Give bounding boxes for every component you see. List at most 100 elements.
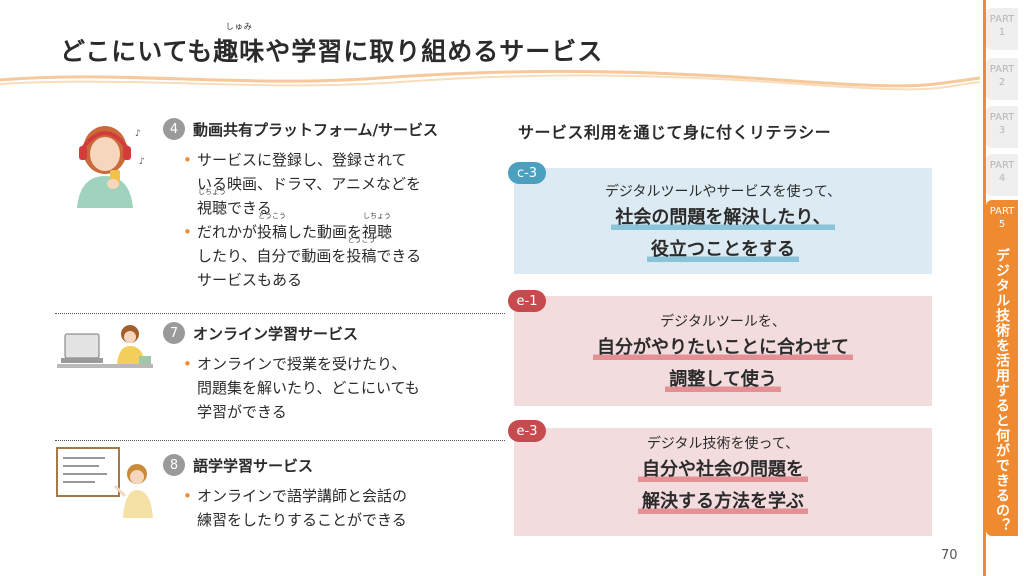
ruby-base: 視聴: [197, 199, 228, 217]
tab-part-label: PART: [989, 112, 1015, 123]
literacy-tag-c3: c-3: [508, 162, 546, 184]
bullet-text: できる: [227, 199, 272, 217]
bullet-line: 問題集を解いたり、どこにいても: [197, 379, 420, 397]
page-number: 70: [941, 548, 958, 563]
title-wave-decoration: [0, 69, 980, 91]
tab-part-5-active[interactable]: PART 5: [986, 200, 1018, 536]
svg-text:♪: ♪: [135, 129, 141, 139]
literacy-text-e3: デジタル技術を使って、 自分や社会の問題を 解決する方法を学ぶ: [514, 434, 932, 518]
literacy-main-text: 自分や社会の問題を: [638, 454, 808, 486]
literacy-main-line: 自分や社会の問題を: [514, 454, 932, 486]
ruby: 投稿とうこう: [346, 236, 377, 268]
literacy-main-text: 社会の問題を解決したり、: [611, 202, 835, 234]
ruby-reading: とうこう: [258, 212, 287, 220]
side-accent-bar: [983, 0, 986, 576]
service-title: 語学学習サービス: [193, 456, 314, 475]
section-divider: [55, 313, 505, 314]
tab-part-number: 2: [998, 77, 1006, 88]
title-ruby-reading: しゅみ: [225, 22, 253, 31]
bullet-line: いる映画、ドラマ、アニメなどを: [197, 175, 421, 193]
active-part-title: デジタル技術を活用すると何ができるの？: [994, 248, 1010, 533]
person-headphones-phone-icon: ♪ ♪: [77, 126, 145, 208]
ruby-reading: とうこう: [347, 236, 376, 244]
bullet-text: した動画を: [287, 223, 363, 241]
service-4-header: 4 動画共有プラットフォーム/サービス: [163, 118, 438, 140]
tab-part-number: 4: [998, 173, 1006, 184]
service-8-header: 8 語学学習サービス: [163, 454, 313, 476]
service-number-badge: 8: [163, 454, 185, 476]
teacher-whiteboard-icon: [56, 447, 153, 518]
literacy-main-line: 社会の問題を解決したり、: [514, 202, 932, 234]
tab-part-2[interactable]: PART 2: [986, 58, 1018, 100]
tab-part-number: 5: [998, 219, 1006, 230]
tab-part-number: 3: [998, 125, 1006, 136]
title-part-2: や学習に取り組めるサービス: [265, 37, 604, 66]
ruby: 視聴しちょう: [197, 188, 228, 220]
bullet-item: オンラインで授業を受けたり、 問題集を解いたり、どこにいても 学習ができる: [183, 352, 489, 424]
service-language-learning: 8 語学学習サービス オンラインで語学講師と会話の 練習をしたりすることができる: [55, 447, 490, 544]
service-title: 動画共有プラットフォーム/サービス: [193, 120, 439, 139]
literacy-main-text: 解決する方法を学ぶ: [638, 486, 808, 518]
tab-part-label: PART: [989, 206, 1015, 217]
bullet-line: 学習ができる: [197, 403, 287, 421]
tab-part-label: PART: [989, 64, 1015, 75]
ruby: 投稿とうこう: [257, 212, 288, 244]
tab-part-3[interactable]: PART 3: [986, 106, 1018, 148]
bullet-line: したり、自分で動画を投稿とうこうできる: [197, 236, 489, 268]
literacy-main-text: 自分がやりたいことに合わせて: [593, 332, 853, 364]
literacy-main-line: 解決する方法を学ぶ: [514, 486, 932, 518]
title-part-1: どこにいても: [60, 37, 214, 66]
ruby-base: 投稿: [257, 223, 288, 241]
service-7-bullets: オンラインで授業を受けたり、 問題集を解いたり、どこにいても 学習ができる: [183, 352, 489, 424]
page-title: どこにいても趣味 しゅみや学習に取り組めるサービス: [60, 22, 604, 68]
literacy-text-c3: デジタルツールやサービスを使って、 社会の問題を解決したり、 役立つことをする: [514, 182, 932, 266]
service-7-header: 7 オンライン学習サービス: [163, 322, 358, 344]
bullet-line: サービスに登録し、登録されて: [197, 151, 407, 169]
service-8-bullets: オンラインで語学講師と会話の 練習をしたりすることができる: [183, 484, 489, 532]
service-online-learning: 7 オンライン学習サービス オンラインで授業を受けたり、 問題集を解いたり、どこ…: [55, 322, 490, 432]
service-4-bullets: サービスに登録し、登録されて いる映画、ドラマ、アニメなどを 視聴しちょうできる…: [183, 148, 489, 292]
literacy-tag-e1: e-1: [508, 290, 546, 312]
literacy-sub: デジタルツールを、: [660, 314, 786, 330]
tab-part-number: 1: [998, 27, 1006, 38]
bullet-item: オンラインで語学講師と会話の 練習をしたりすることができる: [183, 484, 489, 532]
literacy-title: サービス利用を通じて身に付くリテラシー: [518, 123, 832, 142]
bullet-text: できる: [376, 247, 422, 265]
literacy-sub: デジタルツールやサービスを使って、: [604, 184, 842, 200]
service-title: オンライン学習サービス: [193, 324, 359, 343]
svg-text:♪: ♪: [139, 157, 145, 167]
ruby-reading: しちょう: [198, 188, 226, 196]
title-ruby-base: 趣味: [213, 37, 266, 66]
literacy-text-e1: デジタルツールを、 自分がやりたいことに合わせて 調整して使う: [514, 312, 932, 396]
literacy-main-line: 調整して使う: [514, 364, 932, 396]
person-laptop-study-icon: [57, 325, 153, 368]
ruby-reading: しちょう: [363, 212, 392, 220]
bullet-line: オンラインで授業を受けたり、: [197, 355, 407, 373]
literacy-sub: デジタル技術を使って、: [646, 436, 800, 452]
section-divider: [55, 440, 505, 441]
service-number-badge: 4: [163, 118, 185, 140]
literacy-tag-e3: e-3: [508, 420, 546, 442]
ruby-base: 投稿: [346, 247, 377, 265]
tab-part-4[interactable]: PART 4: [986, 154, 1018, 196]
tab-part-label: PART: [989, 160, 1015, 171]
tab-part-label: PART: [989, 14, 1015, 25]
bullet-line: オンラインで語学講師と会話の: [197, 487, 408, 505]
bullet-line: 視聴しちょうできる: [197, 188, 489, 220]
bullet-text: だれかが: [197, 223, 258, 241]
literacy-main-line: 役立つことをする: [514, 234, 932, 266]
service-video-sharing: ♪ ♪ 4 動画共有プラットフォーム/サービス サービスに登録し、登録されて い…: [55, 118, 490, 308]
bullet-line: サービスもある: [197, 271, 303, 289]
literacy-main-text: 役立つことをする: [647, 234, 799, 266]
ruby: 視聴しちょう: [362, 212, 393, 244]
service-number-badge: 7: [163, 322, 185, 344]
ruby-base: 視聴: [362, 223, 393, 241]
title-ruby: 趣味しゅみ: [213, 22, 266, 68]
literacy-main-line: 自分がやりたいことに合わせて: [514, 332, 932, 364]
literacy-main-text: 調整して使う: [665, 364, 781, 396]
bullet-line: 練習をしたりすることができる: [197, 511, 407, 529]
tab-part-1[interactable]: PART 1: [986, 8, 1018, 50]
